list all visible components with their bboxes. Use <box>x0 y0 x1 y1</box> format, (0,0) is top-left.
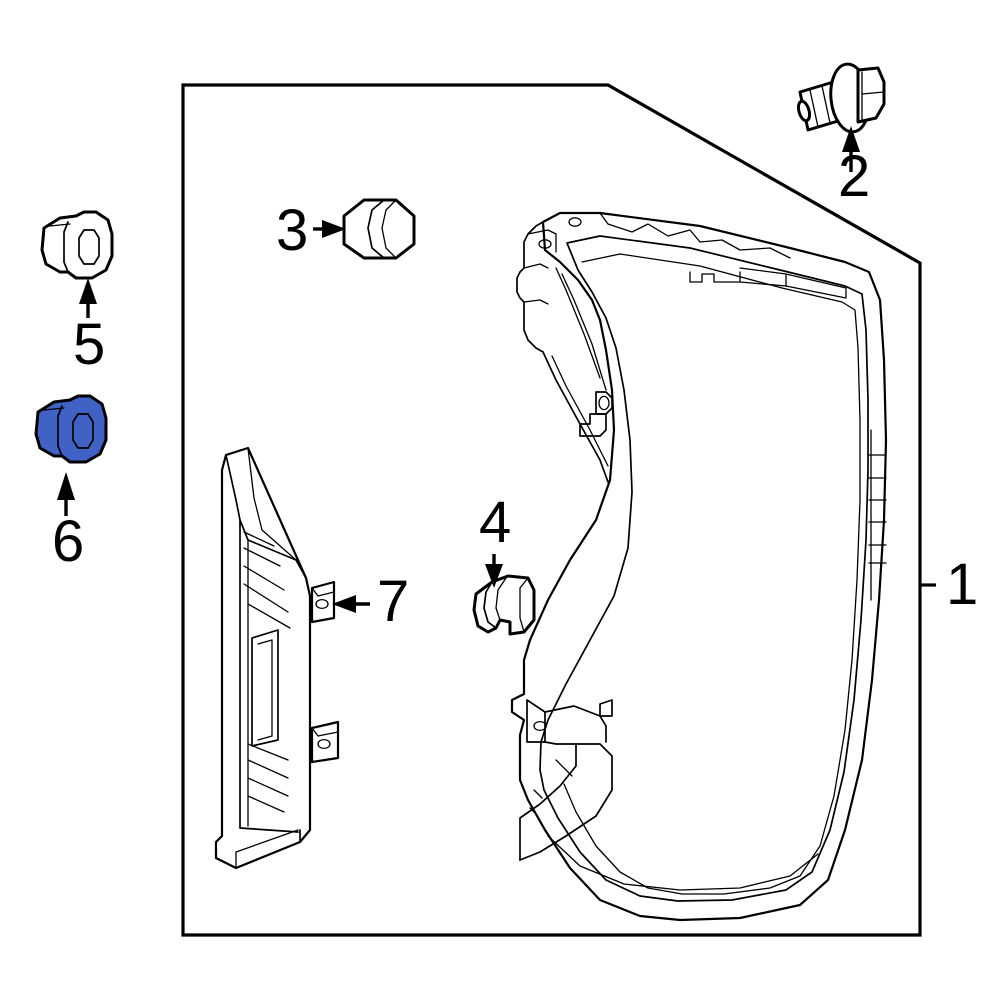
leader-5 <box>79 278 97 318</box>
part-socket-grommet-upper[interactable] <box>40 210 114 280</box>
part-flange-bolt[interactable] <box>796 62 886 134</box>
callout-number-2: 2 <box>838 144 870 209</box>
part-socket-grommet-highlighted[interactable] <box>34 394 108 464</box>
callout-number-7: 7 <box>377 569 409 634</box>
leader-3 <box>313 220 346 238</box>
leader-6 <box>57 472 75 516</box>
leader-2 <box>842 126 860 172</box>
part-cylindrical-cap-plug[interactable] <box>342 198 416 260</box>
callout-number-6: 6 <box>52 509 84 574</box>
leader-4 <box>485 554 503 588</box>
part-side-marker-trim-bracket[interactable] <box>214 446 340 870</box>
leader-7 <box>332 595 370 613</box>
callout-number-1: 1 <box>946 552 978 617</box>
assembly-boundary-box <box>181 83 922 937</box>
callout-number-3: 3 <box>276 198 308 263</box>
part-tail-lamp-housing[interactable] <box>510 211 888 922</box>
callout-numbers: 1 2 3 4 5 6 7 <box>52 144 978 634</box>
callout-number-5: 5 <box>73 312 105 377</box>
callout-leaders <box>57 126 936 613</box>
callout-number-4: 4 <box>479 490 511 555</box>
part-c-shaped-retainer-clip[interactable] <box>472 574 536 636</box>
